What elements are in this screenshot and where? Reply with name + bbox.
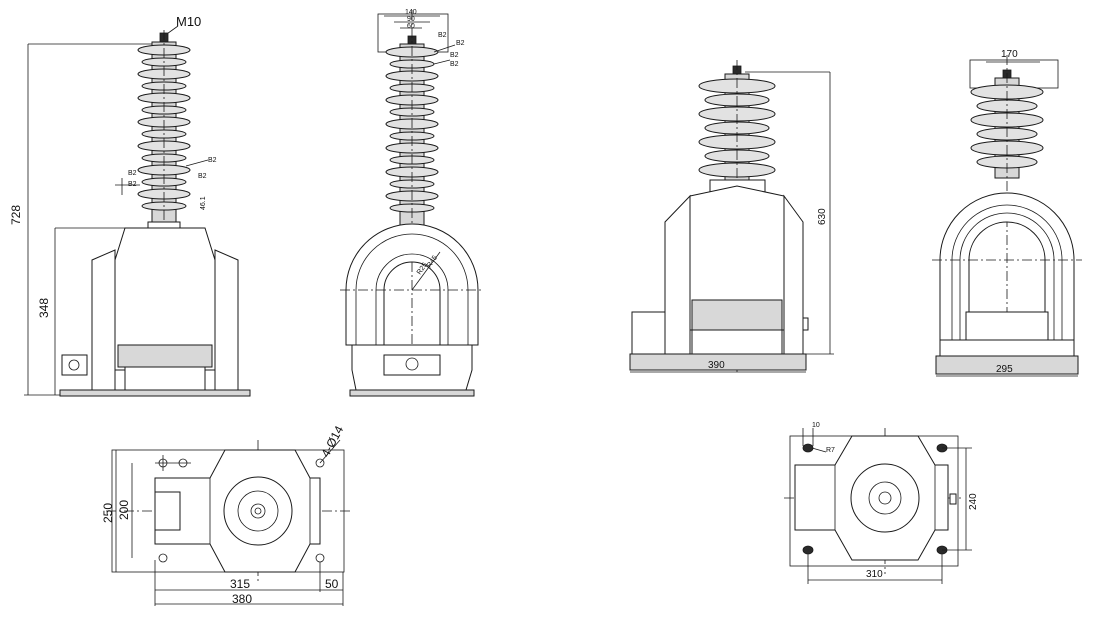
svg-text:B2: B2 — [198, 173, 207, 180]
svg-text:B2: B2 — [438, 32, 447, 39]
svg-text:390: 390 — [708, 360, 725, 371]
svg-text:B2: B2 — [450, 52, 459, 59]
left-side-view: 140 90 60 B2 B2 B2 B2 — [340, 9, 484, 397]
svg-text:B2: B2 — [456, 40, 465, 47]
svg-text:630: 630 — [817, 208, 828, 225]
svg-text:170: 170 — [1001, 49, 1018, 60]
svg-text:90: 90 — [407, 16, 415, 23]
dim-728: 728 — [9, 205, 23, 225]
svg-text:140: 140 — [405, 9, 417, 16]
svg-text:240: 240 — [968, 493, 979, 510]
left-plan-view: 4-Ø14 250 200 315 50 380 — [101, 423, 350, 606]
svg-text:380: 380 — [232, 592, 252, 606]
dim-348: 348 — [37, 298, 51, 318]
left-front-view: 728 348 M10 B2 B — [9, 14, 251, 397]
svg-text:B2: B2 — [128, 170, 137, 177]
svg-text:200: 200 — [117, 500, 131, 520]
svg-text:B2: B2 — [128, 181, 137, 188]
svg-text:60: 60 — [407, 23, 415, 30]
svg-text:10: 10 — [812, 422, 820, 429]
svg-text:50: 50 — [325, 577, 339, 591]
label-m10: M10 — [176, 14, 201, 29]
svg-text:310: 310 — [866, 569, 883, 580]
right-side-view: 170 295 — [932, 49, 1082, 377]
right-front-view: 630 390 — [629, 60, 834, 373]
svg-text:315: 315 — [230, 577, 250, 591]
svg-text:295: 295 — [996, 364, 1013, 375]
svg-text:B2: B2 — [450, 61, 459, 68]
svg-text:46.1: 46.1 — [200, 196, 207, 210]
right-plan-view: 10 R7 240 310 — [784, 422, 979, 584]
svg-text:R7: R7 — [826, 447, 835, 454]
svg-text:B2: B2 — [208, 157, 217, 164]
svg-text:250: 250 — [101, 503, 115, 523]
label-holes: 4-Ø14 — [318, 423, 346, 459]
